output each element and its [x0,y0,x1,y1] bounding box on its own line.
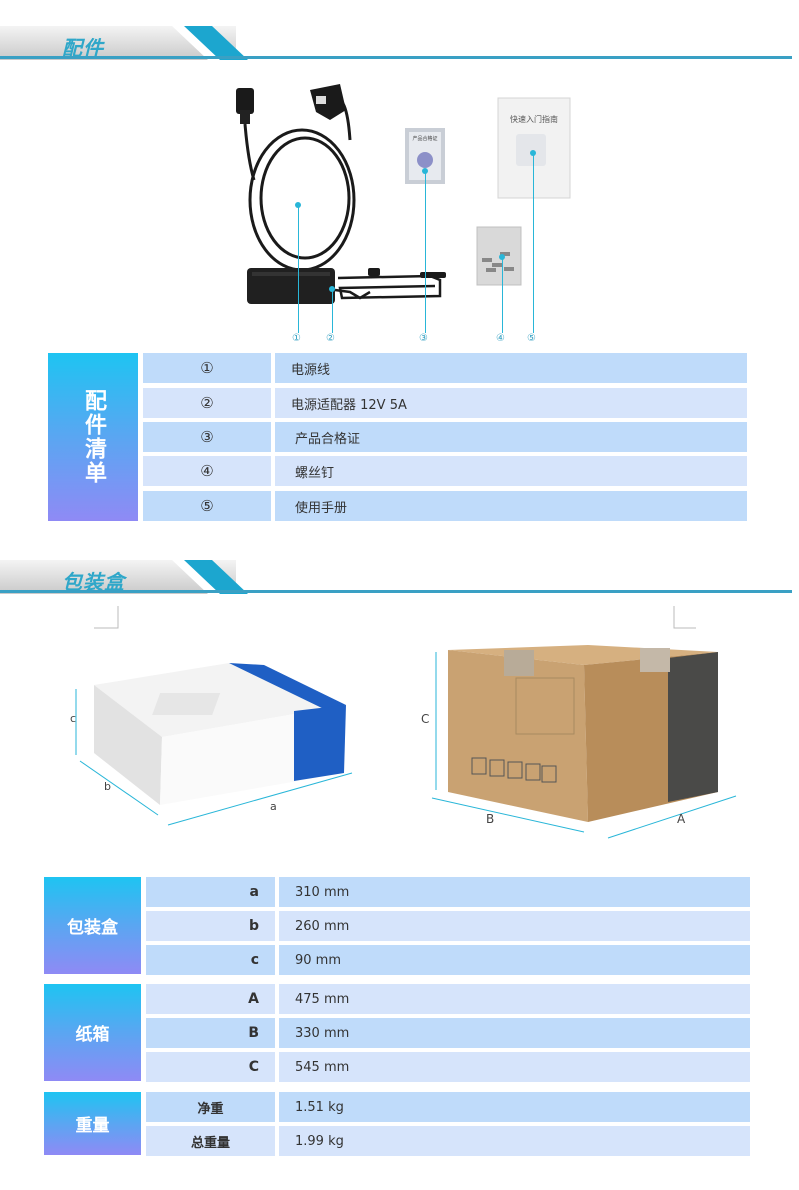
photo-marker-5: ⑤ [527,333,536,344]
dim-key-c: c [146,945,275,975]
accessory-name-2: 电源适配器 12V 5A [275,388,747,418]
product-box-illustration [75,663,353,826]
dim-val-C: 545 mm [279,1052,750,1082]
carton-label-b: B [486,812,495,826]
group-label-box: 包装盒 [44,877,141,974]
dim-val-b: 260 mm [279,911,750,941]
photo-marker-3: ③ [419,333,428,344]
corner-bracket-right [673,606,696,629]
manual-cover-text: 快速入门指南 [510,114,558,124]
corner-bracket-left [94,606,119,629]
dim-key-B: B [146,1018,275,1048]
group-label-carton: 纸箱 [44,984,141,1081]
carton-label-a: A [677,812,686,826]
accessories-photo: 产品合格证 快速入门指南 [230,80,580,350]
dim-val-c: 90 mm [279,945,750,975]
accessories-list-label: 配件清单 [48,353,138,521]
weight-val-gross: 1.99 kg [279,1126,750,1156]
weight-key-net: 净重 [146,1092,275,1122]
group-label-weight: 重量 [44,1092,141,1155]
accessories-header: 配件 [0,26,799,66]
accessory-num-1: ① [143,353,271,383]
accessory-name-5: 使用手册 [275,491,747,521]
banner-stripe-icon [172,26,248,60]
accessory-name-3: 产品合格证 [275,422,747,452]
dim-key-C: C [146,1052,275,1082]
photo-marker-4: ④ [496,333,505,344]
box-label-b: b [104,780,111,793]
photo-marker-2: ② [326,333,335,344]
dim-val-A: 475 mm [279,984,750,1014]
weight-val-net: 1.51 kg [279,1092,750,1122]
dim-key-A: A [146,984,275,1014]
accessory-num-2: ② [143,388,271,418]
certificate-card-text: 产品合格证 [412,135,437,142]
dim-val-B: 330 mm [279,1018,750,1048]
box-label-a: a [270,800,277,813]
accessory-num-5: ⑤ [143,491,271,521]
banner-stripe-icon [172,560,248,594]
carton-illustration [431,645,737,839]
dim-val-a: 310 mm [279,877,750,907]
accessory-num-3: ③ [143,422,271,452]
packaging-header: 包装盒 [0,560,799,600]
dim-key-b: b [146,911,275,941]
accessory-num-4: ④ [143,456,271,486]
box-label-c: c [70,712,77,725]
carton-label-c: C [421,712,430,726]
dim-key-a: a [146,877,275,907]
accessory-name-1: 电源线 [275,353,747,383]
weight-key-gross: 总重量 [146,1126,275,1156]
accessory-name-4: 螺丝钉 [275,456,747,486]
photo-marker-1: ① [292,333,301,344]
